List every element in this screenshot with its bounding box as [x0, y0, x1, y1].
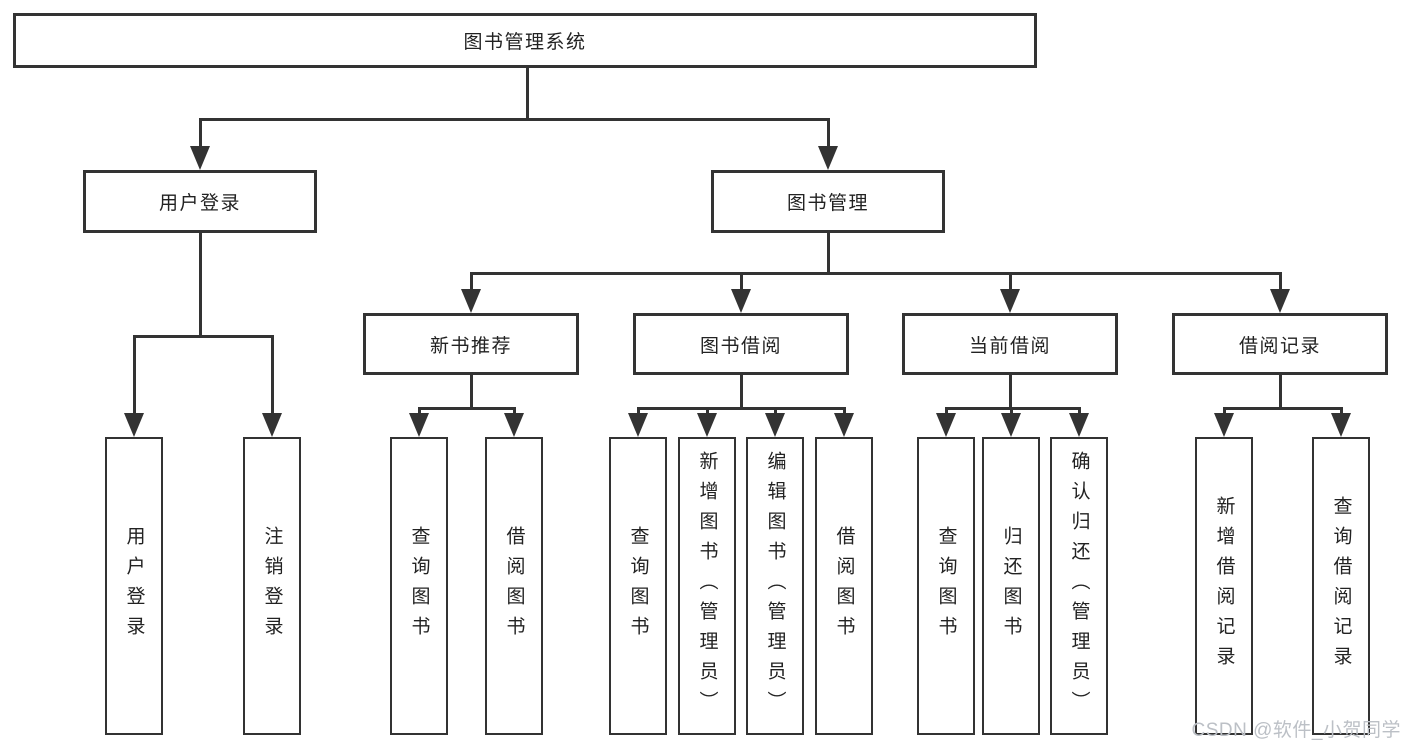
node-label: 新增借阅记录 — [1213, 496, 1235, 676]
node-leaf-logout: 注销登录 — [243, 437, 301, 735]
connector-line — [773, 407, 777, 415]
connector-line — [826, 233, 830, 272]
node-label: 新增图书（管理员） — [696, 451, 718, 721]
connector-line — [1009, 407, 1013, 415]
connector-line — [636, 407, 846, 410]
arrowhead-down-icon — [1270, 289, 1290, 313]
arrowhead-down-icon — [1069, 413, 1089, 437]
arrowhead-down-icon — [262, 413, 282, 437]
connector-line — [417, 407, 421, 415]
node-current-borrowing: 当前借阅 — [902, 313, 1118, 375]
node-label: 借阅图书 — [503, 526, 525, 646]
arrowhead-down-icon — [936, 413, 956, 437]
node-leaf-query-books-current: 查询图书 — [917, 437, 975, 735]
arrowhead-down-icon — [124, 413, 144, 437]
node-leaf-query-borrow-record: 查询借阅记录 — [1312, 437, 1370, 735]
connector-line — [1008, 375, 1012, 407]
connector-line — [270, 335, 274, 415]
connector-line — [1339, 407, 1343, 415]
arrowhead-down-icon — [1000, 289, 1020, 313]
node-label: 编辑图书（管理员） — [764, 451, 786, 721]
node-leaf-add-borrow-record: 新增借阅记录 — [1195, 437, 1253, 735]
connector-line — [944, 407, 1081, 410]
connector-line — [132, 335, 136, 415]
node-label: 借阅记录 — [1238, 335, 1321, 357]
node-leaf-query-books-recommend: 查询图书 — [390, 437, 448, 735]
connector-line — [944, 407, 948, 415]
node-label: 图书借阅 — [699, 335, 782, 357]
node-book-management: 图书管理 — [711, 170, 945, 233]
arrowhead-down-icon — [765, 413, 785, 437]
node-leaf-edit-books-admin: 编辑图书（管理员） — [746, 437, 804, 735]
arrowhead-down-icon — [1001, 413, 1021, 437]
node-label: 查询图书 — [935, 526, 957, 646]
arrowhead-down-icon — [628, 413, 648, 437]
node-leaf-borrow-books: 借阅图书 — [815, 437, 873, 735]
arrowhead-down-icon — [834, 413, 854, 437]
connector-line — [198, 118, 202, 148]
connector-line — [526, 68, 529, 118]
arrowhead-down-icon — [697, 413, 717, 437]
connector-line — [842, 407, 846, 415]
node-borrowing-records: 借阅记录 — [1172, 313, 1388, 375]
connector-line — [132, 335, 274, 338]
arrowhead-down-icon — [504, 413, 524, 437]
node-label: 借阅图书 — [833, 526, 855, 646]
node-label: 确认归还（管理员） — [1068, 451, 1090, 721]
connector-line — [1077, 407, 1081, 415]
connector-line — [469, 272, 1282, 275]
node-label: 图书管理系统 — [463, 32, 587, 53]
connector-line — [739, 272, 743, 290]
node-label: 用户登录 — [158, 193, 241, 214]
connector-line — [198, 118, 830, 121]
arrowhead-down-icon — [1331, 413, 1351, 437]
arrowhead-down-icon — [409, 413, 429, 437]
node-leaf-user-login: 用户登录 — [105, 437, 163, 735]
connector-line — [705, 407, 709, 415]
arrowhead-down-icon — [818, 146, 838, 170]
connector-line — [1278, 375, 1282, 407]
connector-line — [636, 407, 640, 415]
node-new-book-recommendation: 新书推荐 — [363, 313, 579, 375]
node-leaf-borrow-books-recommend: 借阅图书 — [485, 437, 543, 735]
node-leaf-return-books: 归还图书 — [982, 437, 1040, 735]
node-label: 查询图书 — [408, 526, 430, 646]
arrowhead-down-icon — [461, 289, 481, 313]
node-label: 用户登录 — [123, 526, 145, 646]
connector-line — [512, 407, 516, 415]
csdn-watermark: CSDN @软件_小贺同学 — [1191, 720, 1401, 741]
connector-line — [826, 118, 830, 148]
node-label: 图书管理 — [786, 193, 869, 214]
node-user-login: 用户登录 — [83, 170, 317, 233]
arrowhead-down-icon — [190, 146, 210, 170]
node-label: 当前借阅 — [968, 335, 1051, 357]
node-leaf-query-books-borrow: 查询图书 — [609, 437, 667, 735]
arrowhead-down-icon — [731, 289, 751, 313]
connector-line — [1222, 407, 1226, 415]
connector-line — [1222, 407, 1343, 410]
connector-line — [417, 407, 516, 410]
node-library-management-system: 图书管理系统 — [13, 13, 1037, 68]
node-label: 归还图书 — [1000, 526, 1022, 646]
connector-line — [1008, 272, 1012, 290]
connector-line — [1278, 272, 1282, 290]
connector-line — [198, 233, 202, 335]
node-book-borrowing: 图书借阅 — [633, 313, 849, 375]
node-label: 查询图书 — [627, 526, 649, 646]
node-label: 查询借阅记录 — [1330, 496, 1352, 676]
node-leaf-add-books-admin: 新增图书（管理员） — [678, 437, 736, 735]
arrowhead-down-icon — [1214, 413, 1234, 437]
node-label: 注销登录 — [261, 526, 283, 646]
connector-line — [469, 375, 473, 407]
connector-line — [469, 272, 473, 290]
node-label: 新书推荐 — [429, 335, 512, 357]
node-leaf-confirm-return-admin: 确认归还（管理员） — [1050, 437, 1108, 735]
connector-line — [739, 375, 743, 407]
